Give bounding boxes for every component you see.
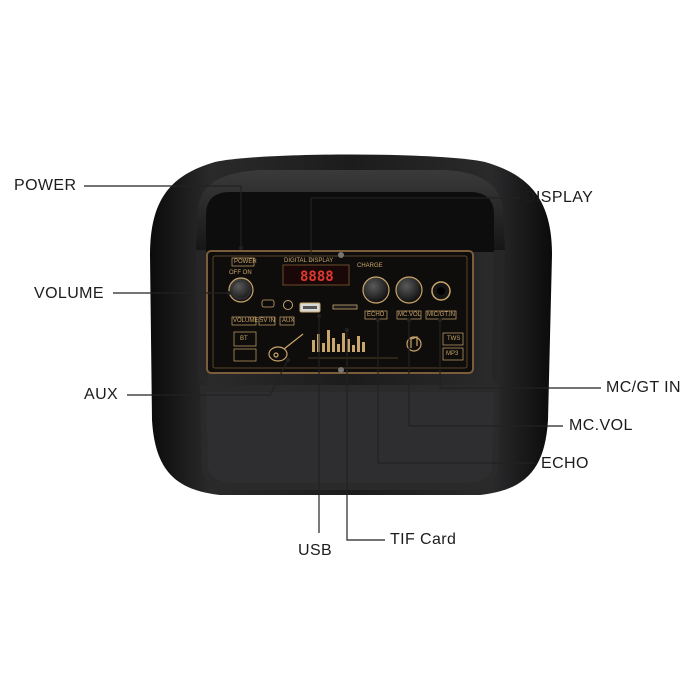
- panel-echo-label: ECHO: [367, 312, 385, 318]
- callout-display: DISPLAY: [524, 189, 594, 206]
- panel-mp3-label: MP3: [446, 351, 459, 357]
- callout-aux: AUX: [84, 386, 119, 403]
- guitar-icon: [268, 333, 304, 362]
- mcvol-callout-line: [408, 320, 563, 427]
- display-window: [282, 264, 350, 286]
- volume-knob: [228, 277, 254, 303]
- panel-bt-label: BT: [240, 336, 248, 342]
- panel-dc-label: 5V IN: [260, 318, 276, 324]
- callout-lines: [84, 185, 601, 541]
- callout-mc-gt-in: MC/GT IN: [606, 379, 681, 396]
- panel-tws-label: TWS: [447, 336, 461, 342]
- panel-power-label: POWER: [234, 259, 257, 265]
- callout-power: POWER: [14, 177, 77, 194]
- tf-card-slot: [332, 304, 358, 310]
- echo-callout-line: [377, 320, 535, 464]
- callout-volume: VOLUME: [34, 285, 104, 302]
- callout-usb: USB: [298, 542, 333, 559]
- segment-readout: 8888: [300, 269, 334, 285]
- panel-mic-gt-label: MIC/GT.IN: [427, 312, 455, 318]
- music-note-icon: [406, 336, 422, 352]
- callout-mc-vol: MC.VOL: [569, 417, 633, 434]
- panel-volume-label: VOLUME: [233, 318, 259, 324]
- panel-charge-label: CHARGE: [357, 263, 383, 269]
- panel-mcvol-label: MC.VOL: [398, 312, 422, 318]
- mcgt-callout-line: [439, 320, 601, 389]
- display-callout-line: [310, 197, 520, 260]
- mic-volume-knob: [395, 276, 423, 304]
- callout-tif-card: TIF Card: [390, 531, 457, 548]
- panel-aux-label: AUX: [282, 318, 295, 324]
- panel-off-on-label: OFF ON: [229, 270, 252, 276]
- tif-callout-line: [346, 330, 385, 541]
- panel-digital-display-label: DIGITAL DISPLAY: [284, 258, 334, 264]
- power-callout-line: [84, 185, 242, 248]
- aux-jack: [283, 300, 293, 310]
- callout-echo: ECHO: [541, 455, 589, 472]
- echo-knob: [362, 276, 390, 304]
- aux-callout-line: [127, 359, 289, 396]
